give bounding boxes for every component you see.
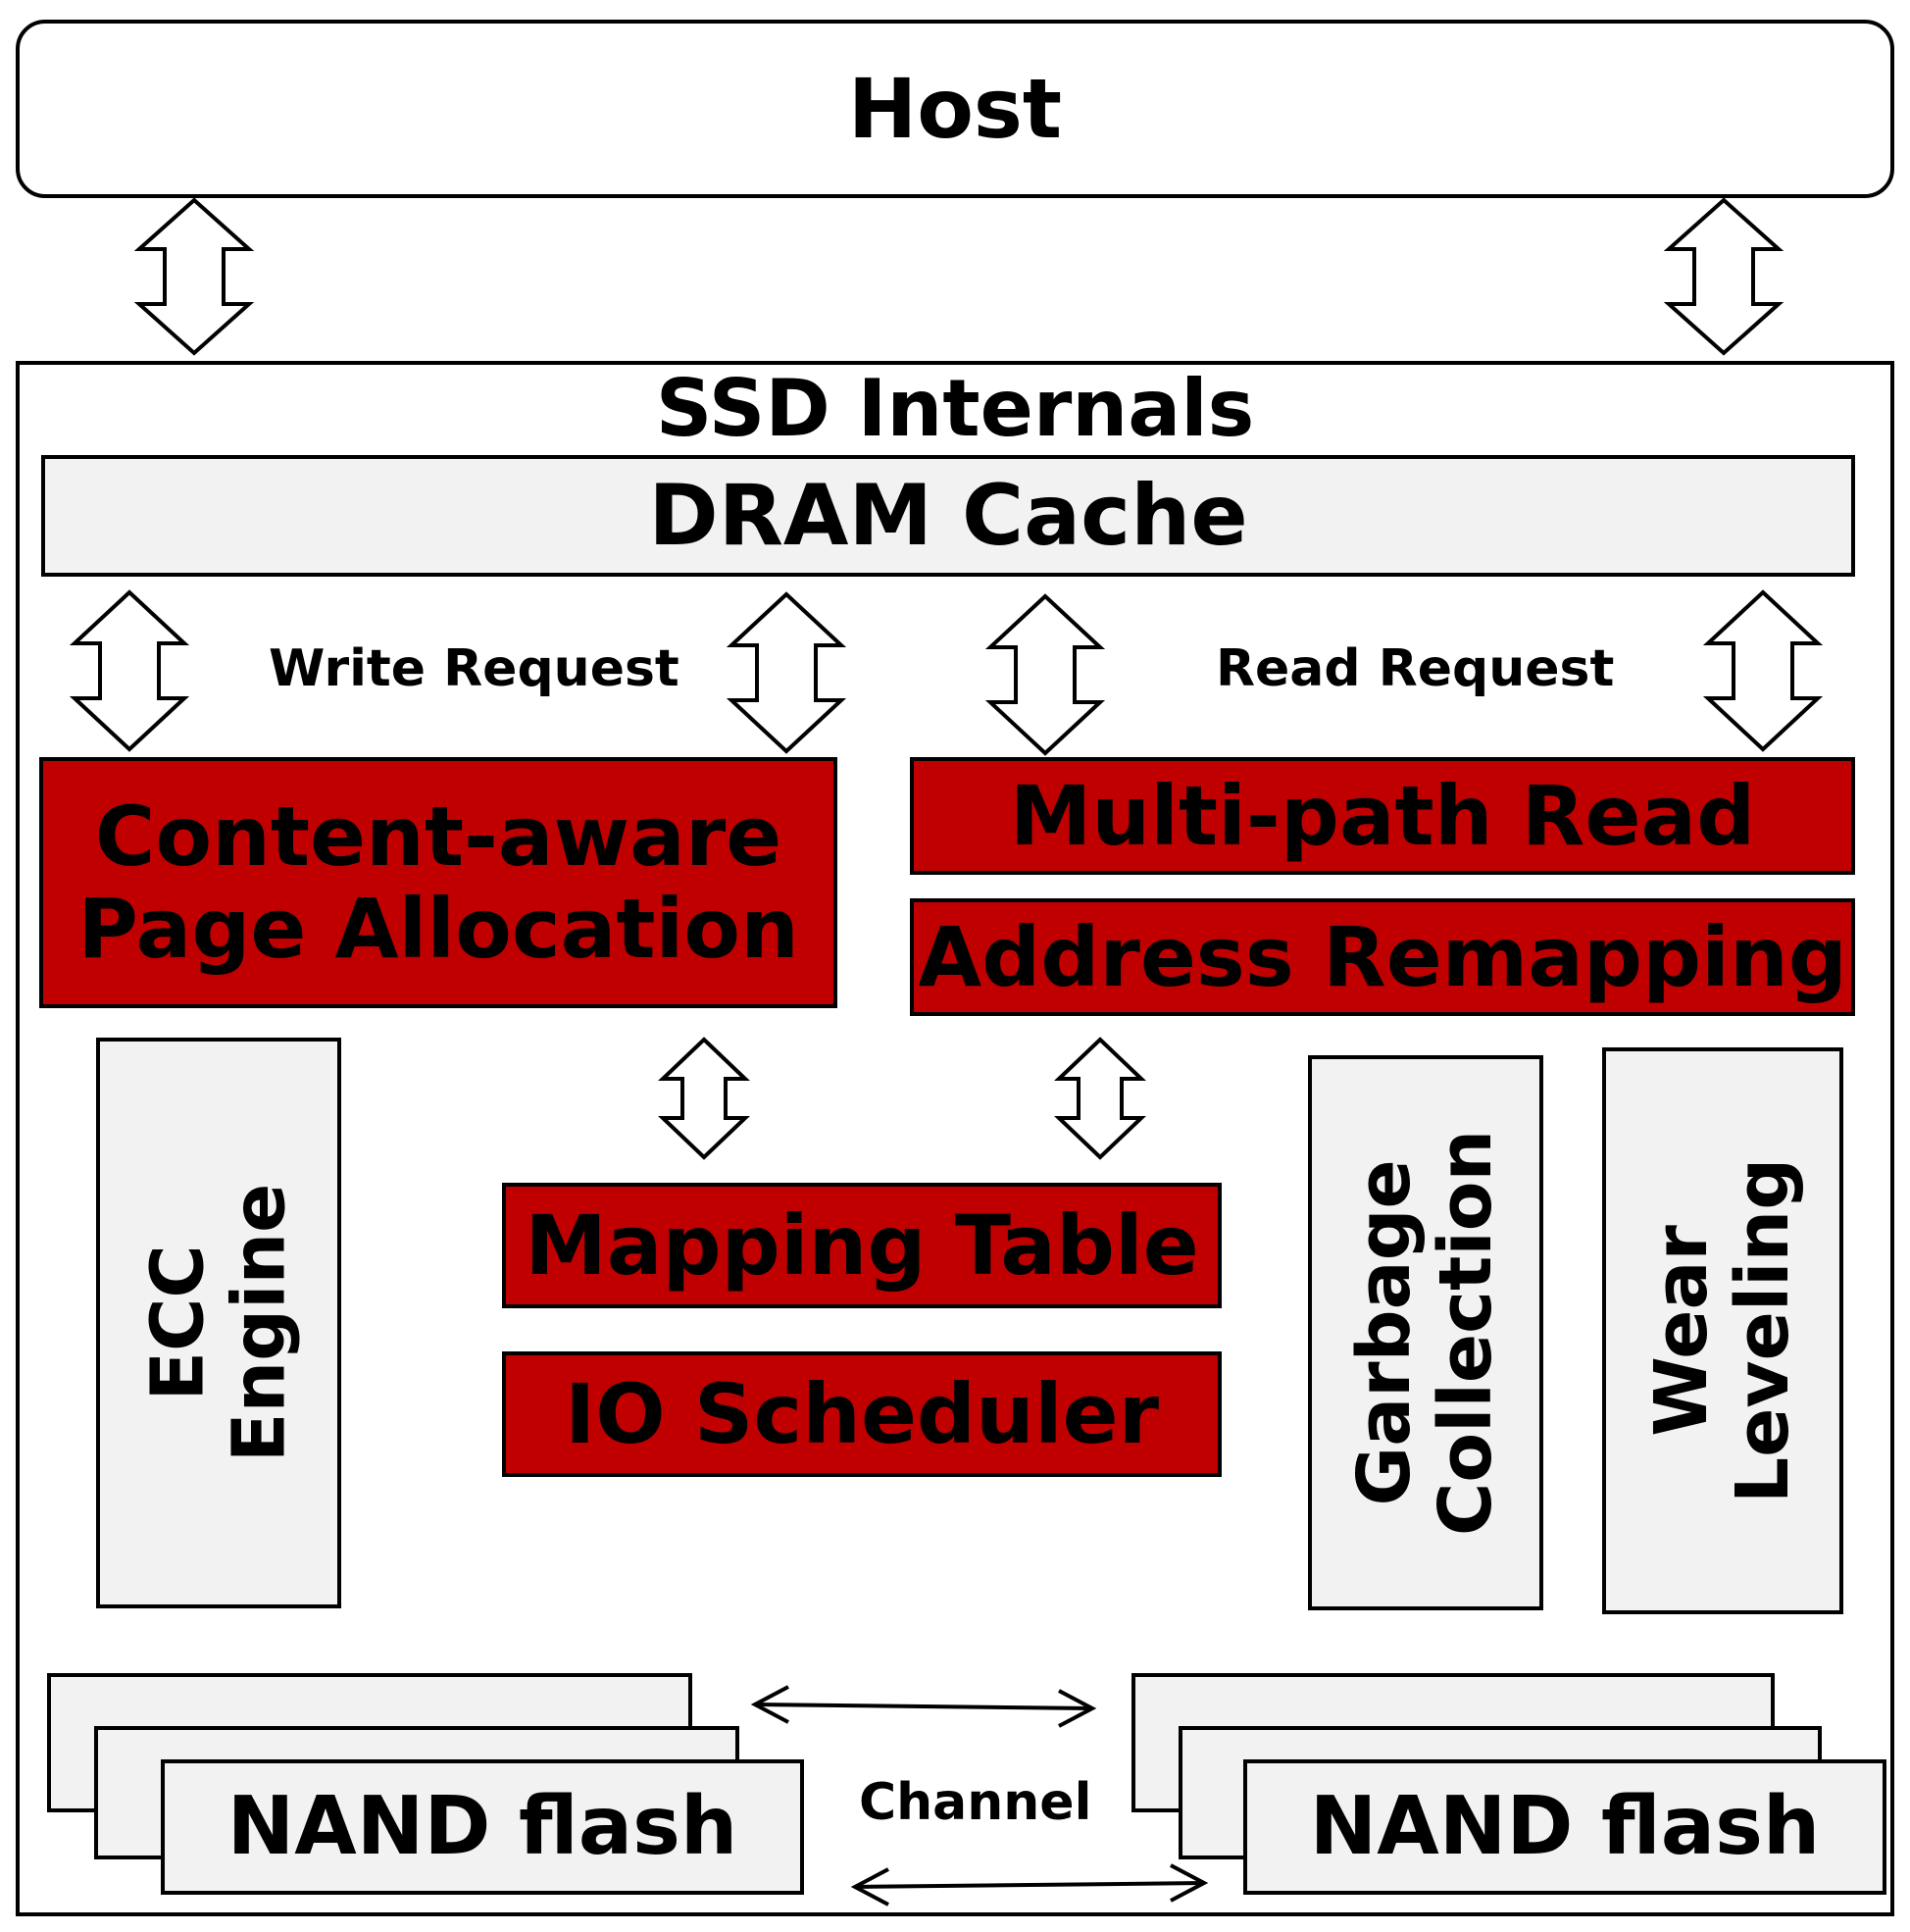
remap-mapping-double-arrow: [1054, 1037, 1146, 1160]
dram-cache-label: DRAM Cache: [648, 466, 1248, 565]
nand-flash-right: NAND flash: [1243, 1759, 1886, 1895]
ecc-engine-box: ECC Engine: [96, 1038, 341, 1608]
host-box: Host: [16, 20, 1894, 198]
write-right-double-arrow: [726, 591, 847, 754]
read-request-label: Read Request: [1216, 639, 1615, 698]
io-scheduler-box: IO Scheduler: [502, 1351, 1222, 1477]
channel-top-arrow-head-left: [750, 1685, 789, 1724]
multi-path-read-label: Multi-path Read: [1009, 767, 1756, 864]
host-label: Host: [847, 60, 1063, 157]
content-aware-line1: Content-aware: [94, 788, 782, 885]
nand-flash-left: NAND flash: [161, 1759, 804, 1895]
dram-cache-box: DRAM Cache: [41, 455, 1855, 577]
content-aware-line2: Page Allocation: [77, 881, 799, 977]
read-right-double-arrow: [1702, 589, 1824, 752]
channel-top-arrow-line: [754, 1703, 1093, 1710]
host-ssd-right-double-arrow: [1663, 197, 1784, 356]
channel-bottom-arrow-head-right: [1170, 1863, 1209, 1903]
mapping-table-box: Mapping Table: [502, 1183, 1222, 1308]
write-left-double-arrow: [69, 589, 190, 752]
channel-bottom-arrow-line: [854, 1881, 1205, 1889]
mapping-table-label: Mapping Table: [525, 1196, 1199, 1294]
nand-flash-left-label: NAND flash: [226, 1780, 738, 1874]
content-aware-page-allocation-box: Content-aware Page Allocation: [39, 757, 837, 1008]
io-scheduler-label: IO Scheduler: [564, 1365, 1160, 1462]
ssd-internals-title: SSD Internals: [655, 363, 1255, 454]
wear-leveling-box: Wear Leveling: [1602, 1047, 1843, 1614]
alloc-mapping-double-arrow: [658, 1037, 750, 1160]
multi-path-read-box: Multi-path Read: [910, 757, 1855, 875]
read-left-double-arrow: [984, 593, 1106, 756]
channel-label: Channel: [859, 1773, 1092, 1832]
address-remapping-box: Address Remapping: [910, 898, 1855, 1016]
channel-top-arrow-head-right: [1058, 1689, 1097, 1728]
write-request-label: Write Request: [269, 639, 679, 698]
garbage-collection-box: Garbage Collection: [1308, 1055, 1543, 1610]
host-ssd-left-double-arrow: [133, 197, 255, 356]
channel-bottom-arrow-head-left: [850, 1867, 889, 1907]
nand-flash-right-label: NAND flash: [1309, 1780, 1821, 1874]
address-remapping-label: Address Remapping: [918, 908, 1847, 1005]
